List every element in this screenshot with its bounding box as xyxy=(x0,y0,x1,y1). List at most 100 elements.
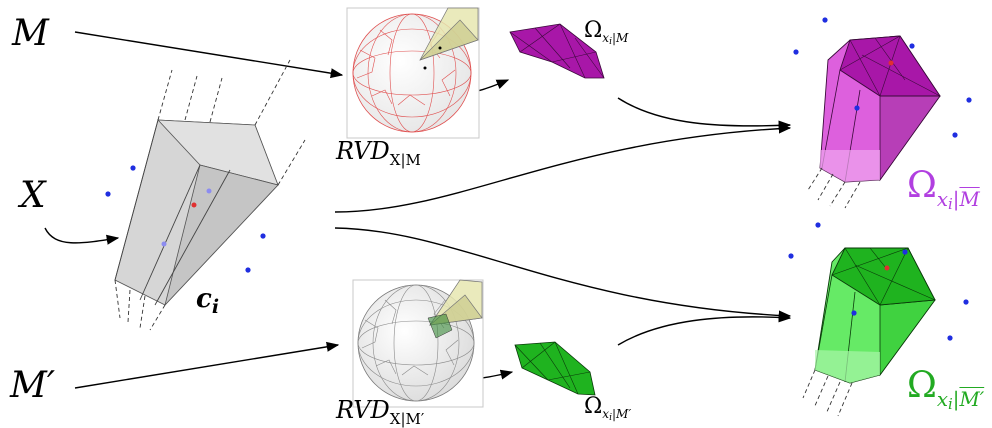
label-m-prime: M′ xyxy=(10,365,56,406)
dashed-ray xyxy=(184,75,198,121)
dashed-ray xyxy=(127,289,131,323)
omega-bottom-big-sub-a: x xyxy=(936,387,949,411)
omega-top-small-sym: Ω xyxy=(584,18,603,43)
neighbor-point xyxy=(788,253,794,259)
cone-top-shade xyxy=(419,19,479,61)
rvd-top-sub: X|M xyxy=(389,150,421,169)
omega-bottom-big-sub-d: M′ xyxy=(959,387,985,411)
omega-bottom-big-sym: Ω xyxy=(907,365,937,406)
clipped-cell-magenta xyxy=(793,17,972,209)
magenta-dashed-rays xyxy=(807,167,861,209)
rvd-bottom-panel xyxy=(352,279,484,408)
dashed-ray xyxy=(277,139,306,186)
magenta-patch-mesh xyxy=(509,23,605,79)
rvd-bottom-main: RVD xyxy=(336,396,390,424)
magenta-patch xyxy=(509,23,605,79)
green-dashed-rays xyxy=(802,369,853,417)
green-prism-top xyxy=(831,247,936,306)
sphere-bottom-cells xyxy=(357,284,475,402)
neighbor-point xyxy=(909,43,915,49)
sphere-top-cells xyxy=(352,13,472,133)
sphere-cell-ring xyxy=(357,299,475,387)
dashed-ray xyxy=(114,279,121,319)
rvd-top-main: RVD xyxy=(336,137,390,165)
sample-point xyxy=(423,66,427,70)
omega-bottom-big-sub-c: | xyxy=(952,387,960,411)
neighbor-point xyxy=(851,310,857,316)
neighbor-point xyxy=(793,49,799,55)
label-omega-top-big: Ωxi|M xyxy=(907,168,980,212)
omega-top-small-sub-a: x xyxy=(602,31,610,46)
arrow-m-to-rvd-top xyxy=(74,31,344,79)
green-top-mesh xyxy=(831,247,936,306)
dashed-ray xyxy=(802,369,816,399)
magenta-top-mesh xyxy=(839,35,941,97)
omega-patch-magenta xyxy=(509,23,605,79)
green-patch-mesh xyxy=(514,341,591,395)
arrow-cell-to-result-top xyxy=(334,123,792,213)
sphere-cell-edges xyxy=(361,299,459,376)
label-m: M xyxy=(12,13,49,54)
rvd-bottom-sub: X|M′ xyxy=(389,409,425,428)
cell-dashed-rays xyxy=(114,59,306,331)
label-omega-bottom-big: Ωxi|M′ xyxy=(907,368,984,412)
label-rvd-bottom: RVDX|M′ xyxy=(336,398,424,427)
clipped-cell-green xyxy=(788,222,969,417)
dashed-ray xyxy=(837,382,853,417)
dashed-ray xyxy=(149,304,166,331)
sphere-cell-ring xyxy=(367,13,457,133)
neighbor-point xyxy=(130,165,136,171)
omega-patch-green xyxy=(514,341,596,396)
omega-top-small-sub-c: |M xyxy=(611,31,629,46)
arrow-mprime-to-rvd-bottom xyxy=(74,341,340,389)
neighbor-point xyxy=(963,299,969,305)
arrow-cell-to-result-bottom xyxy=(334,227,792,321)
dashed-ray xyxy=(844,181,861,209)
label-x: X xyxy=(20,175,46,216)
sphere-bottom-patch xyxy=(427,313,453,339)
green-prism-front xyxy=(879,299,936,377)
neighbor-point xyxy=(902,249,908,255)
dashed-ray xyxy=(139,295,146,329)
magenta-prism-base xyxy=(820,150,880,182)
dashed-ray xyxy=(807,167,823,191)
neighbor-point xyxy=(206,188,212,194)
cell-face-front xyxy=(164,164,279,307)
omega-top-big-sub-a: x xyxy=(936,187,949,211)
dashed-ray xyxy=(817,173,834,201)
rvd-top-panel xyxy=(346,7,480,139)
omega-top-big-sym: Ω xyxy=(907,165,937,206)
omega-bottom-small-sub-c: |M′ xyxy=(611,407,632,422)
label-ci: ci xyxy=(196,286,219,317)
neighbor-point xyxy=(245,267,251,273)
omega-top-small-sub-b: i xyxy=(609,37,612,48)
omega-bottom-small-sub-a: x xyxy=(602,407,610,422)
dashed-ray xyxy=(254,59,291,126)
green-patch xyxy=(514,341,596,396)
voronoi-cell-ci xyxy=(105,59,306,331)
label-ci-main: c xyxy=(196,284,212,314)
sphere-cell-ring xyxy=(352,28,472,118)
neighbor-point xyxy=(105,191,111,197)
neighbor-point xyxy=(952,132,958,138)
neighbor-point xyxy=(260,233,266,239)
omega-bottom-small-sym: Ω xyxy=(584,394,603,419)
cell-edge xyxy=(114,119,159,281)
arrow-x-to-cell xyxy=(44,227,120,245)
neighbor-point xyxy=(815,222,821,228)
green-prism-base xyxy=(815,350,880,383)
seed-point-red xyxy=(888,60,894,66)
dashed-ray xyxy=(209,77,223,123)
label-omega-bottom-small: Ωxi|M′ xyxy=(584,396,631,423)
cell-edge xyxy=(139,164,201,301)
omega-top-big-sub-d: M xyxy=(959,187,980,211)
seed-point-red xyxy=(884,265,890,271)
arrow-omega-top-to-result xyxy=(617,97,792,131)
neighbor-point xyxy=(854,105,860,111)
cell-edge xyxy=(154,169,231,306)
label-rvd-top: RVDX|M xyxy=(336,139,421,168)
dashed-ray xyxy=(829,181,846,207)
seed-point-red xyxy=(191,202,197,208)
omega-top-big-sub-c: | xyxy=(952,187,960,211)
